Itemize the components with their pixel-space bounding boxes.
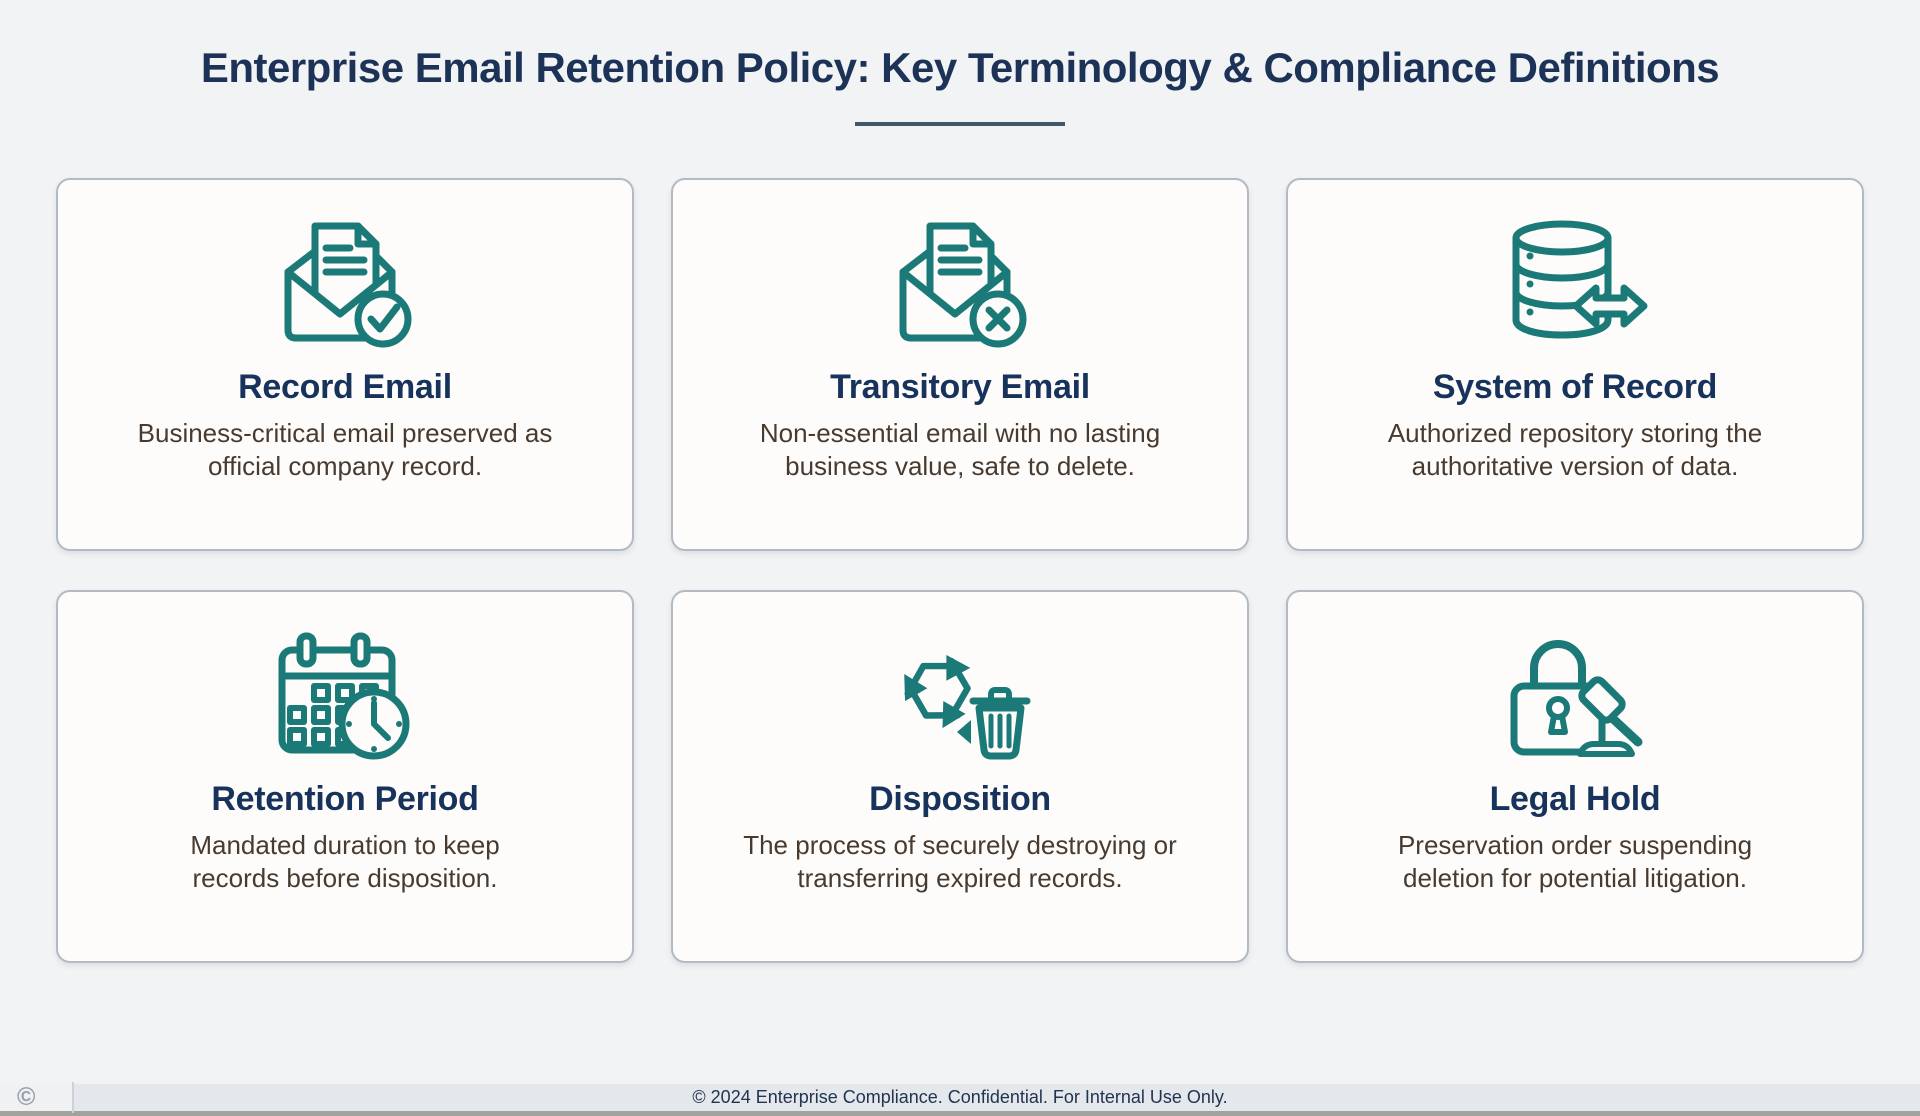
card-description: Authorized repository storing the author… [1387,418,1763,482]
card-description: The process of securely destroying or tr… [743,830,1177,894]
record-email-icon [284,222,412,348]
card-title: Disposition [869,780,1051,818]
retention-period-icon [278,632,410,760]
page-title: Enterprise Email Retention Policy: Key T… [200,44,1720,91]
card-description: Non-essential email with no lasting busi… [759,418,1161,482]
footer-text: © 2024 Enterprise Compliance. Confidenti… [692,1087,1228,1107]
card-description: Preservation order suspending deletion f… [1397,830,1753,894]
definition-cards-grid: Record Email Business-critical email pre… [0,178,1920,963]
card-system-of-record: System of Record Authorized repository s… [1286,178,1864,551]
company-logo-icon: © [17,1083,36,1111]
card-transitory-email: Transitory Email Non-essential email wit… [671,178,1249,551]
footer-divider [72,1082,74,1113]
title-underline [855,122,1065,126]
disposition-icon [904,655,1031,760]
card-description: Business-critical email preserved as off… [137,418,553,482]
card-legal-hold: Legal Hold Preservation order suspending… [1286,590,1864,963]
card-title: Record Email [238,368,452,406]
transitory-email-icon [899,222,1027,348]
footer-logo-zone: © [0,1084,72,1111]
card-title: System of Record [1432,368,1718,406]
legal-hold-icon [1510,640,1643,757]
card-title: Legal Hold [1489,780,1661,818]
card-title: Transitory Email [830,368,1090,406]
card-retention-period: Retention Period Mandated duration to ke… [56,590,634,963]
system-of-record-icon [1512,220,1648,339]
card-description: Mandated duration to keep records before… [190,830,500,894]
card-disposition: Disposition The process of securely dest… [671,590,1249,963]
card-record-email: Record Email Business-critical email pre… [56,178,634,551]
card-title: Retention Period [211,780,479,818]
footer: © © 2024 Enterprise Compliance. Confiden… [0,1082,1920,1116]
footer-bottom-strip [0,1111,1920,1116]
